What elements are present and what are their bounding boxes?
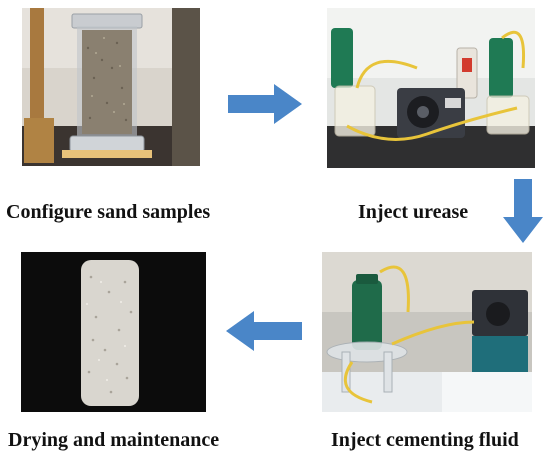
caption-drying-and-maintenance: Drying and maintenance — [8, 429, 220, 451]
photo-inject-cementing-fluid — [322, 252, 532, 412]
arrow-right-shape — [228, 84, 302, 124]
photo-drying-and-maintenance — [21, 252, 206, 412]
caption-configure-sand-samples: Configure sand samples — [6, 201, 211, 223]
photo-inject-urease — [327, 8, 535, 168]
arrow-left — [226, 311, 302, 351]
arrow-left-shape — [226, 311, 302, 351]
arrow-down — [503, 179, 543, 243]
arrow-right — [228, 84, 302, 124]
caption-inject-urease: Inject urease — [358, 201, 469, 223]
photo-configure-sand-samples — [22, 8, 200, 166]
caption-inject-cementing-fluid: Inject cementing fluid — [331, 429, 519, 451]
arrow-down-shape — [503, 179, 543, 243]
